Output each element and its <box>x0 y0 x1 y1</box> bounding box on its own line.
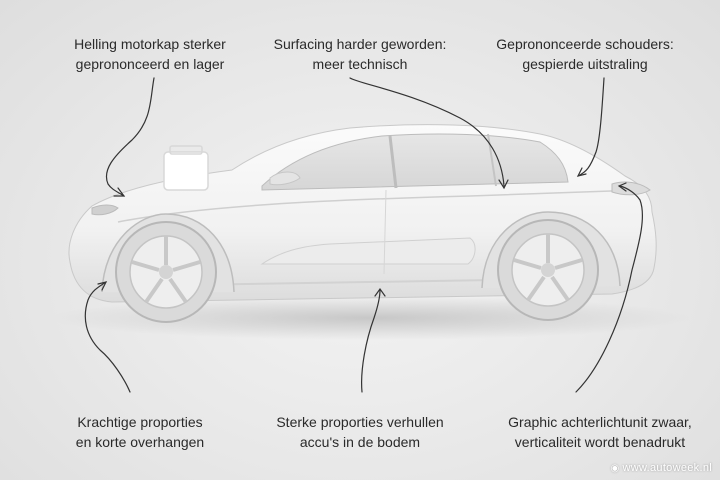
camera-icon: ◉ <box>610 462 620 474</box>
headlight <box>91 204 119 216</box>
mirror <box>269 171 301 186</box>
annotation-surfacing-line2: meer technisch <box>312 56 408 72</box>
annotation-proportions-line1: Krachtige proporties <box>77 414 203 430</box>
leader-proportions <box>84 281 131 393</box>
annotation-proportions: Krachtige proporties en korte overhangen <box>40 412 240 452</box>
annotation-surfacing-line1: Surfacing harder geworden: <box>273 36 447 52</box>
annotation-taillight-line1: Graphic achterlichtunit zwaar, <box>508 414 692 430</box>
annotation-taillight-line2: verticaliteit wordt benadrukt <box>514 434 686 450</box>
annotation-battery-line2: accu's in de bodem <box>299 434 421 450</box>
watermark-text: www.autoweek.nl <box>622 462 712 474</box>
arrow-hood <box>113 187 126 197</box>
annotation-battery: Sterke proporties verhullen accu's in de… <box>250 412 470 452</box>
annotation-hood: Helling motorkap sterker geprononceerd e… <box>40 34 260 74</box>
annotation-shoulders-line1: Geprononceerde schouders: <box>496 36 674 52</box>
annotation-shoulders-line2: gespierde uitstraling <box>522 56 648 72</box>
studio-prop <box>163 151 209 191</box>
leader-taillight <box>575 185 643 393</box>
annotation-shoulders: Geprononceerde schouders: gespierde uits… <box>470 34 700 74</box>
taillight <box>611 181 651 196</box>
leader-hood <box>105 77 155 197</box>
annotation-battery-line1: Sterke proporties verhullen <box>276 414 444 430</box>
annotation-hood-line1: Helling motorkap sterker <box>74 36 226 52</box>
front-wheel <box>115 221 217 323</box>
arrow-proportions <box>97 281 108 291</box>
door-sculpt <box>260 237 476 265</box>
arrow-battery <box>374 287 386 297</box>
leader-shoulders <box>577 77 605 177</box>
shoulder-line <box>117 189 641 223</box>
b-pillar <box>388 135 398 189</box>
leader-battery <box>361 289 381 393</box>
annotation-hood-line2: geprononceerd en lager <box>75 56 225 72</box>
watermark-credit: ◉ www.autoweek.nl <box>610 462 712 474</box>
rear-wheel <box>497 219 599 321</box>
leader-surfacing <box>349 77 505 187</box>
door-cut <box>383 189 387 275</box>
annotation-surfacing: Surfacing harder geworden: meer technisc… <box>255 34 465 74</box>
annotation-proportions-line2: en korte overhangen <box>75 434 205 450</box>
annotation-taillight: Graphic achterlichtunit zwaar, verticali… <box>480 412 720 452</box>
arrow-taillight <box>617 182 627 192</box>
side-windows <box>261 133 569 191</box>
arrow-surfacing <box>498 179 509 190</box>
arrow-shoulders <box>576 167 587 177</box>
